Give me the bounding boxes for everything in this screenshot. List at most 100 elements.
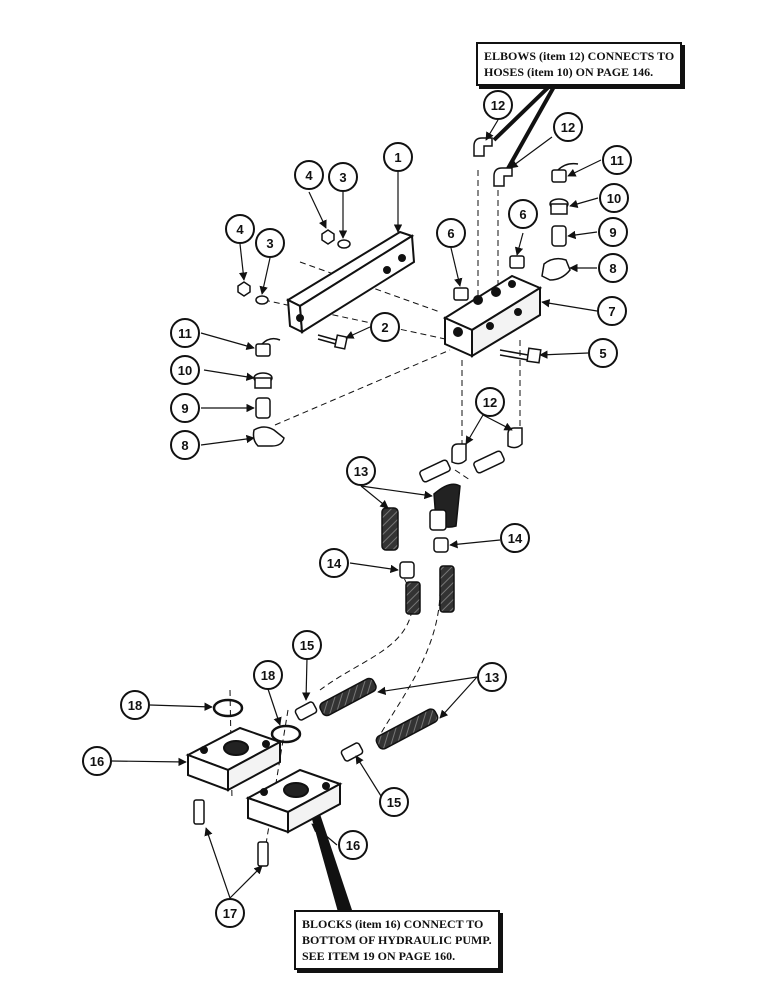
callout-circle <box>253 660 283 690</box>
callout-circle <box>475 387 505 417</box>
callout-circle <box>170 318 200 348</box>
callout-number: 1 <box>394 150 401 165</box>
callout-10: 10 <box>599 183 629 213</box>
callout-circle <box>170 355 200 385</box>
callout-number: 13 <box>485 670 499 685</box>
plugs <box>453 255 525 301</box>
callout-14: 14 <box>319 548 349 578</box>
callout-circle <box>483 90 513 120</box>
callout-number: 9 <box>609 225 616 240</box>
callout-13: 13 <box>346 456 376 486</box>
callout-circle <box>170 393 200 423</box>
callout-number: 5 <box>599 346 606 361</box>
right-fitting-stack <box>541 162 579 281</box>
callout-number: 8 <box>181 438 188 453</box>
callout-4: 4 <box>225 214 255 244</box>
flange-block-upper <box>185 726 283 792</box>
callout-4: 4 <box>294 160 324 190</box>
callout-number: 4 <box>236 222 244 237</box>
callout-number: 12 <box>491 98 505 113</box>
callout-number: 2 <box>381 320 388 335</box>
callout-3: 3 <box>328 162 358 192</box>
callout-circle <box>82 746 112 776</box>
callout-number: 12 <box>561 120 575 135</box>
callout-5: 5 <box>588 338 618 368</box>
callout-number: 3 <box>339 170 346 185</box>
callout-circle <box>553 112 583 142</box>
callout-15: 15 <box>379 787 409 817</box>
callout-circle <box>598 253 628 283</box>
callout-number: 16 <box>346 838 360 853</box>
callout-number: 17 <box>223 906 237 921</box>
note-top-leaders <box>492 74 562 173</box>
note-bottom-line-2: BOTTOM OF HYDRAULIC PUMP. <box>302 933 492 947</box>
note-top-line-1: ELBOWS (item 12) CONNECTS TO <box>484 49 675 63</box>
callout-circle <box>597 296 627 326</box>
adapters-hoses <box>319 450 505 750</box>
callout-number: 13 <box>354 464 368 479</box>
callout-number: 3 <box>266 236 273 251</box>
callout-circle <box>436 218 466 248</box>
callout-circle <box>294 160 324 190</box>
callout-circle <box>602 145 632 175</box>
bolt-item-5 <box>499 347 542 364</box>
flange-block-lower <box>245 768 343 834</box>
callout-6: 6 <box>436 218 466 248</box>
callout-9: 9 <box>598 217 628 247</box>
note-top-line-2: HOSES (item 10) ON PAGE 146. <box>484 65 654 79</box>
callout-15: 15 <box>292 630 322 660</box>
callout-labels: 1344321110986675121211109812131414151318… <box>82 90 632 928</box>
callout-number: 15 <box>387 795 401 810</box>
callout-circle <box>370 312 400 342</box>
callout-circle <box>500 523 530 553</box>
callout-number: 11 <box>610 153 624 168</box>
fittings-orings <box>212 698 364 762</box>
callout-circle <box>225 214 255 244</box>
callout-1: 1 <box>383 142 413 172</box>
callout-number: 10 <box>178 363 192 378</box>
callout-12: 12 <box>483 90 513 120</box>
callout-number: 14 <box>508 531 523 546</box>
left-fitting-stack <box>252 337 285 447</box>
callout-12: 12 <box>475 387 505 417</box>
callout-number: 8 <box>609 261 616 276</box>
callout-8: 8 <box>170 430 200 460</box>
callout-circle <box>255 228 285 258</box>
callout-17: 17 <box>215 898 245 928</box>
callout-18: 18 <box>120 690 150 720</box>
callout-number: 6 <box>519 207 526 222</box>
callout-circle <box>346 456 376 486</box>
callout-number: 7 <box>608 304 615 319</box>
callout-circle <box>588 338 618 368</box>
callout-circle <box>215 898 245 928</box>
callout-18: 18 <box>253 660 283 690</box>
callout-11: 11 <box>602 145 632 175</box>
note-bottom-line-1: BLOCKS (item 16) CONNECT TO <box>302 917 484 931</box>
callout-circle <box>508 199 538 229</box>
callout-7: 7 <box>597 296 627 326</box>
note-bottom-line-3: SEE ITEM 19 ON PAGE 160. <box>302 949 456 963</box>
callout-11: 11 <box>170 318 200 348</box>
callout-circle <box>292 630 322 660</box>
callout-circle <box>170 430 200 460</box>
callout-number: 15 <box>300 638 314 653</box>
callout-circle <box>383 142 413 172</box>
callout-16: 16 <box>338 830 368 860</box>
callout-circle <box>598 217 628 247</box>
callout-14: 14 <box>500 523 530 553</box>
callout-number: 10 <box>607 191 621 206</box>
callout-6: 6 <box>508 199 538 229</box>
note-blocks-connect-pump: BLOCKS (item 16) CONNECT TO BOTTOM OF HY… <box>294 910 500 970</box>
manifold-block <box>442 274 543 358</box>
callout-circle <box>319 548 349 578</box>
callout-circle <box>328 162 358 192</box>
bolt-item-2 <box>317 334 349 350</box>
callout-10: 10 <box>170 355 200 385</box>
callout-13: 13 <box>477 662 507 692</box>
elbows-item-12 <box>451 137 523 465</box>
callout-2: 2 <box>370 312 400 342</box>
callout-number: 4 <box>305 168 313 183</box>
callout-number: 9 <box>181 401 188 416</box>
callout-number: 6 <box>447 226 454 241</box>
